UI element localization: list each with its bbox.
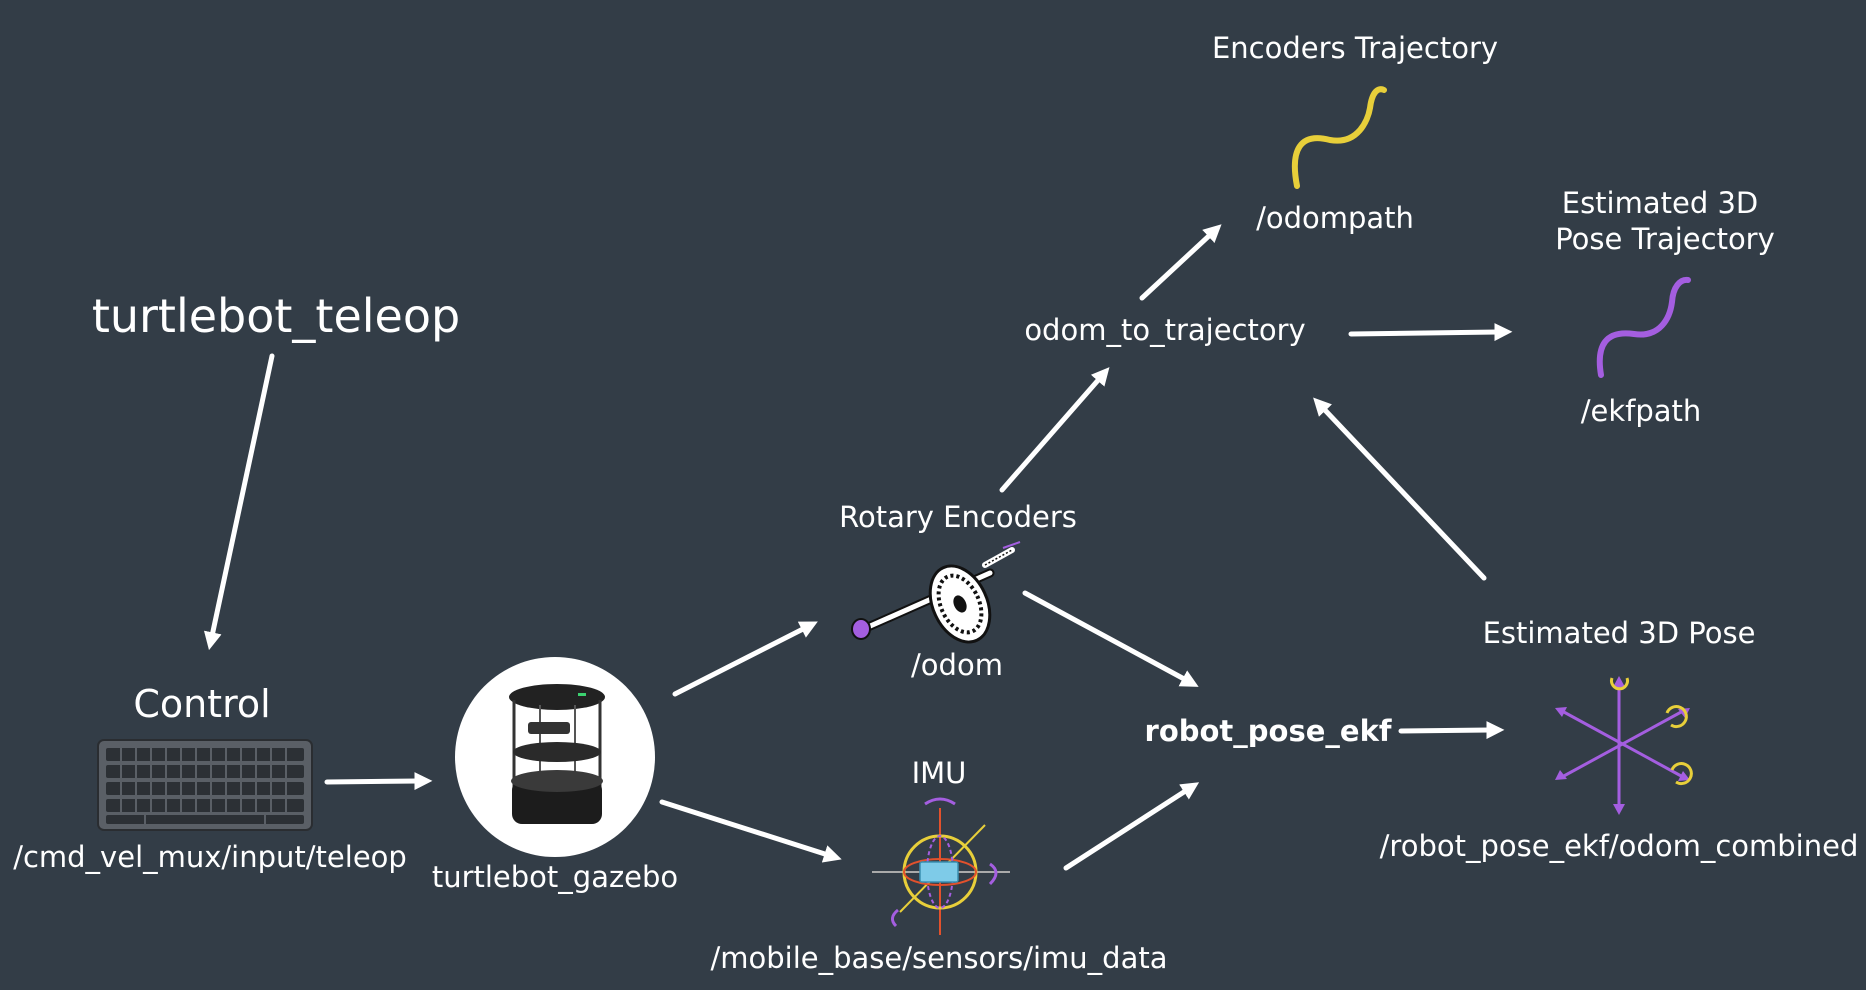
odom-to-trajectory-label: odom_to_trajectory: [1024, 313, 1306, 347]
odom-combined-topic-label: /robot_pose_ekf/odom_combined: [1379, 829, 1859, 863]
robot-pose-ekf-label: robot_pose_ekf: [1144, 714, 1392, 748]
encoders-trajectory-label: Encoders Trajectory: [1211, 31, 1499, 65]
estimated-trajectory-title-line1: Estimated 3D: [1561, 186, 1759, 220]
arrow-encoders-to-ekf: [1022, 590, 1199, 687]
arrow-teleop-to-control: [203, 353, 275, 651]
odompath-trajectory-curve-icon: [1291, 86, 1387, 189]
turtlebot-robot-icon: [455, 657, 655, 857]
imu-sensor-icon: [872, 797, 1010, 935]
ekfpath-trajectory-curve-icon: [1596, 276, 1691, 378]
arrow-gazebo-to-encoders: [672, 621, 818, 697]
arrow-pose-to-odom-to-trajectory: [1313, 397, 1487, 581]
arrow-encoders-to-odom-to-trajectory: [999, 367, 1110, 493]
keyboard-icon: [97, 739, 313, 831]
arrow-ekf-to-pose: [1398, 721, 1505, 740]
arrow-control-to-gazebo: [324, 772, 433, 791]
rotary-encoders-label: Rotary Encoders: [839, 500, 1077, 534]
cmd-vel-topic-label: /cmd_vel_mux/input/teleop: [13, 840, 407, 874]
rotary-encoder-icon: [851, 541, 1021, 644]
imu-label: IMU: [911, 756, 967, 790]
ekfpath-topic-label: /ekfpath: [1580, 394, 1702, 428]
turtlebot-teleop-label: turtlebot_teleop: [91, 289, 461, 343]
arrow-gazebo-to-imu: [659, 799, 842, 863]
3d-axes-icon: [1555, 676, 1693, 815]
control-label: Control: [133, 682, 271, 726]
odom-topic-label: /odom: [911, 648, 1003, 682]
odompath-topic-label: /odompath: [1256, 201, 1414, 235]
arrow-imu-to-ekf: [1063, 782, 1200, 871]
arrow-odom-to-trajectory-to-ekfpath: [1348, 323, 1513, 342]
arrow-odom-to-trajectory-to-odompath: [1139, 224, 1222, 301]
turtlebot-gazebo-label: turtlebot_gazebo: [431, 860, 679, 894]
estimated-pose-label: Estimated 3D Pose: [1482, 616, 1756, 650]
imu-topic-label: /mobile_base/sensors/imu_data: [710, 941, 1168, 975]
estimated-trajectory-title-line2: Pose Trajectory: [1555, 222, 1775, 256]
